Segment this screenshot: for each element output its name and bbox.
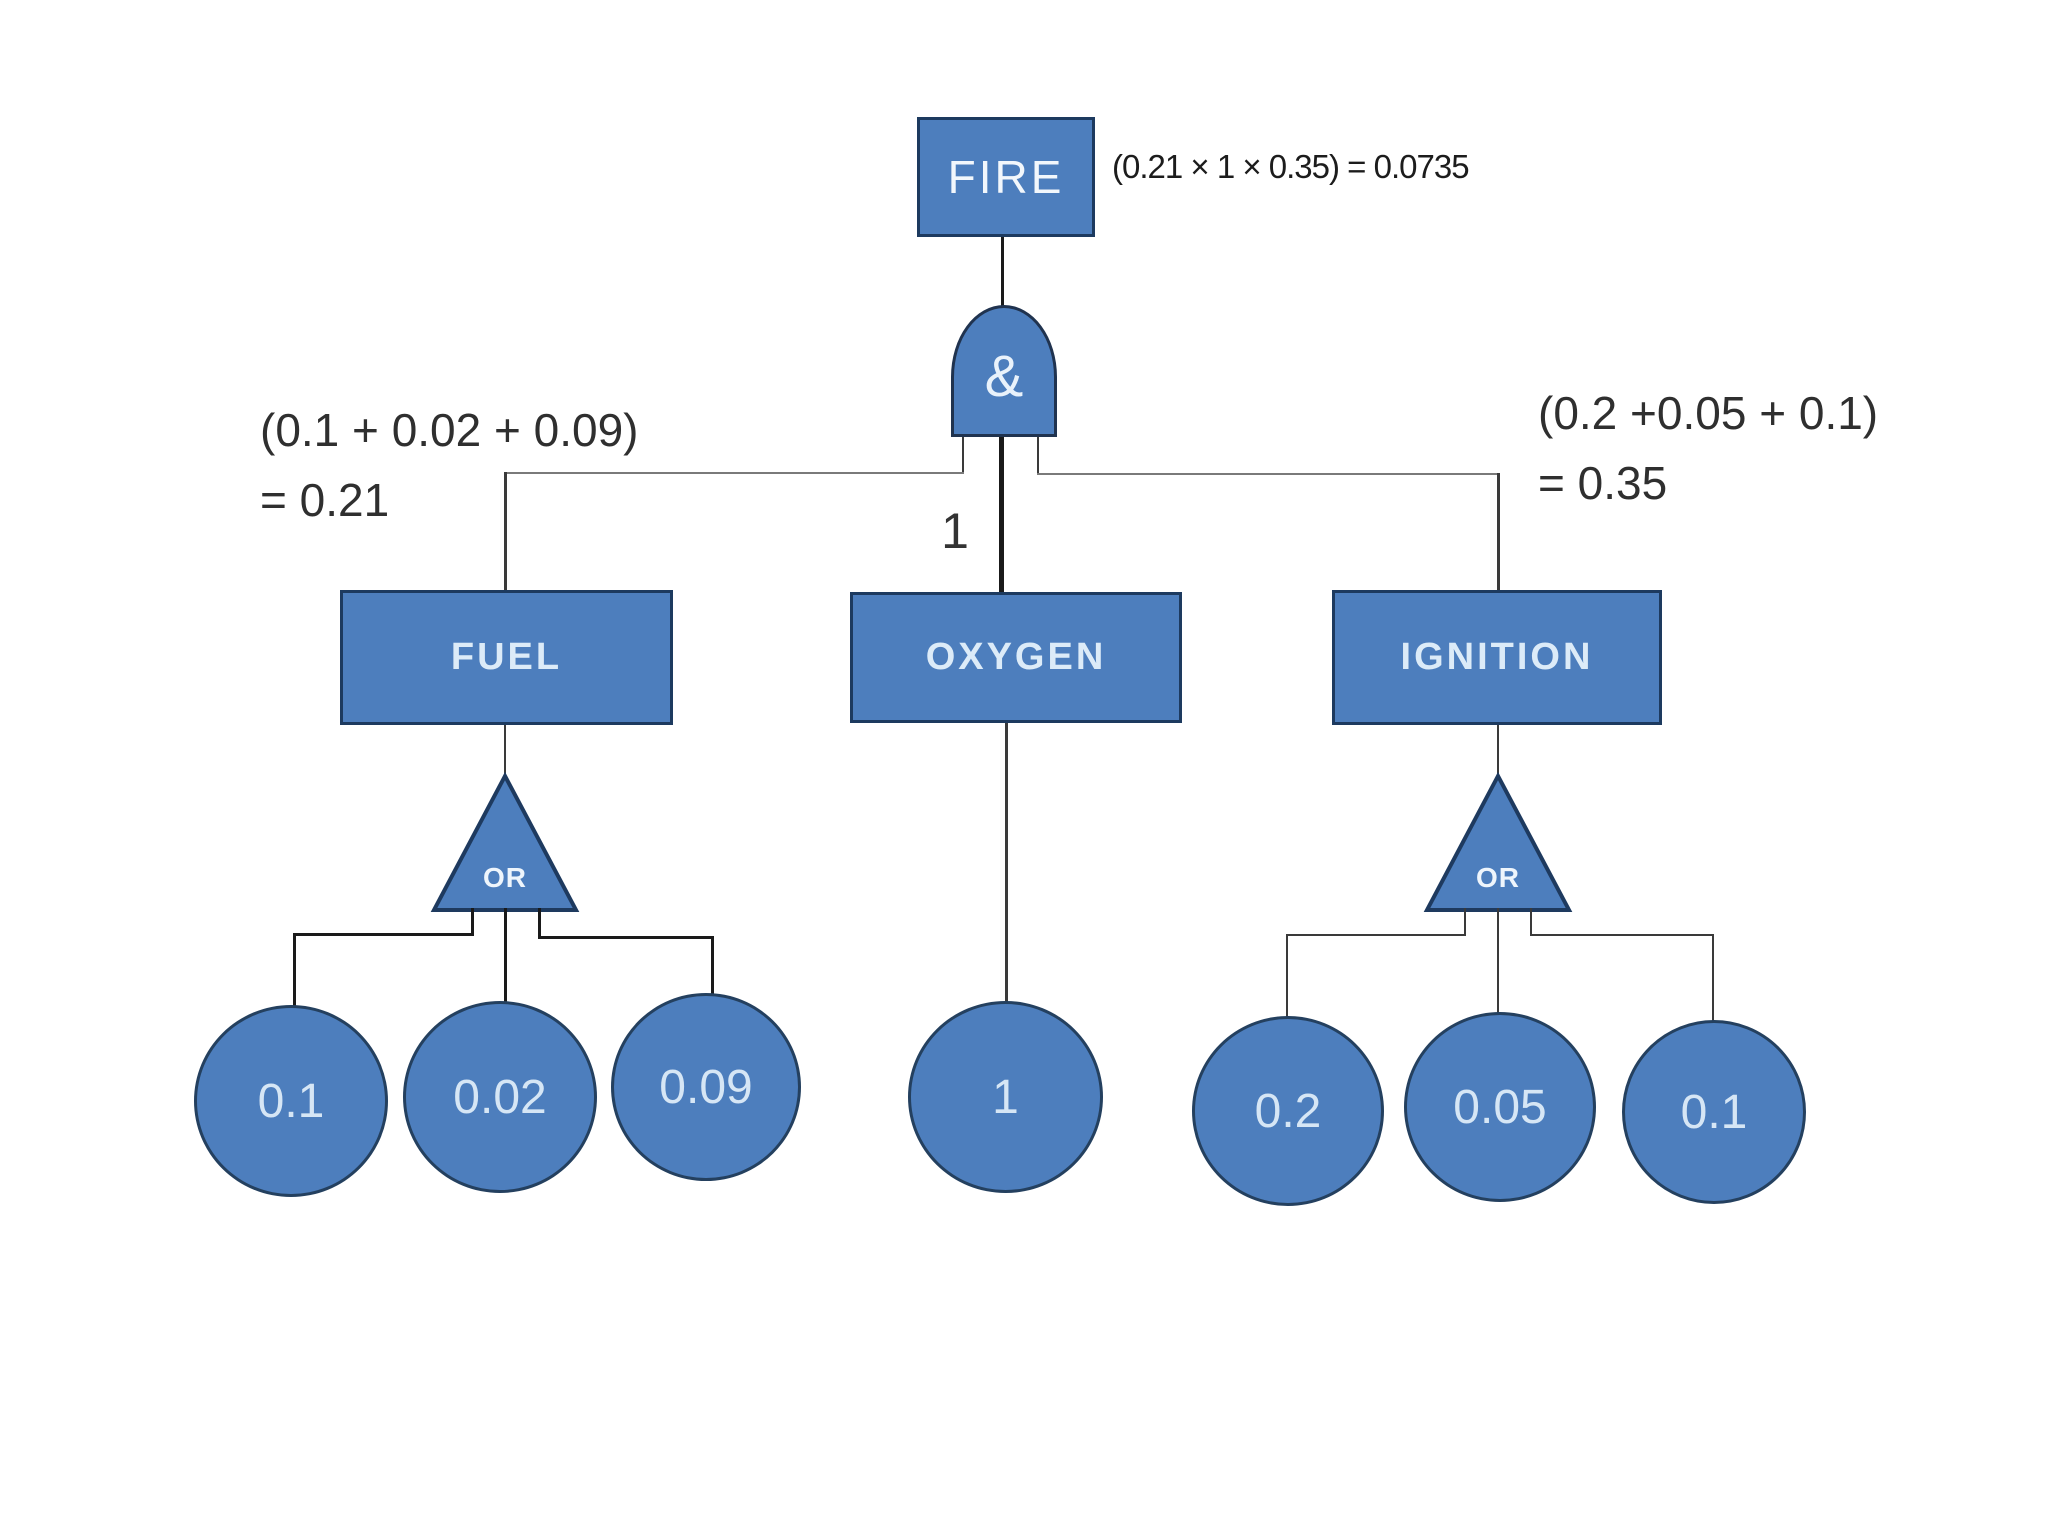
basic-event-fuel-3: 0.09 — [611, 993, 801, 1181]
and-gate: & — [951, 305, 1057, 437]
connector-ignition-or-center — [1497, 908, 1499, 1014]
connector-fuel-or-left-stub — [471, 908, 474, 935]
connector-ignition-or-right-horizontal — [1530, 934, 1714, 936]
fuel-or-gate-label: OR — [483, 862, 527, 893]
fuel-node: FUEL — [340, 590, 673, 725]
ignition-formula-line2: = 0.35 — [1538, 457, 1668, 509]
basic-event-fuel-3-value: 0.09 — [659, 1060, 753, 1114]
oxygen-node-label: OXYGEN — [925, 636, 1107, 678]
connector-and-right-stub — [1037, 437, 1039, 475]
oxygen-node: OXYGEN — [850, 592, 1182, 723]
connector-ignition-or-right-stub — [1530, 908, 1532, 936]
connector-and-to-ignition-vertical — [1497, 473, 1500, 592]
basic-event-ignition-3: 0.1 — [1622, 1020, 1806, 1204]
basic-event-ignition-2-value: 0.05 — [1453, 1080, 1547, 1134]
ignition-node-label: IGNITION — [1400, 636, 1594, 678]
fuel-probability-formula: (0.1 + 0.02 + 0.09) = 0.21 — [260, 395, 639, 535]
ignition-node: IGNITION — [1332, 590, 1662, 725]
oxygen-input-probability-label: 1 — [941, 503, 969, 559]
connector-fuel-or-left-horizontal — [293, 933, 474, 936]
connector-and-to-fuel-vertical — [504, 472, 507, 590]
connector-and-to-ignition-horizontal — [1037, 473, 1499, 475]
connector-ignition-or-left-stub — [1464, 908, 1466, 936]
connector-fuel-to-or — [504, 725, 506, 777]
fuel-node-label: FUEL — [450, 636, 563, 678]
connector-and-to-fuel-horizontal — [504, 472, 964, 474]
connector-ignition-or-left-vertical — [1286, 934, 1288, 1018]
basic-event-fuel-2: 0.02 — [403, 1001, 597, 1193]
connector-fuel-or-right-vertical — [711, 936, 714, 996]
connector-ignition-to-or — [1497, 725, 1499, 777]
ignition-probability-formula: (0.2 +0.05 + 0.1) = 0.35 — [1538, 378, 1878, 518]
connector-and-left-stub — [962, 437, 964, 474]
ignition-formula-line1: (0.2 +0.05 + 0.1) — [1538, 387, 1879, 439]
connector-fuel-or-center — [504, 908, 507, 1003]
basic-event-fuel-2-value: 0.02 — [453, 1070, 547, 1124]
connector-fire-to-and-gate — [1001, 237, 1004, 307]
connector-fuel-or-left-vertical — [293, 933, 296, 1008]
basic-event-oxygen-value: 1 — [992, 1070, 1019, 1124]
fire-probability-formula: (0.21 × 1 × 0.35) = 0.0735 — [1112, 148, 1470, 185]
fire-node: FIRE — [917, 117, 1095, 237]
basic-event-ignition-1-value: 0.2 — [1254, 1084, 1322, 1138]
basic-event-ignition-3-value: 0.1 — [1680, 1085, 1748, 1139]
ignition-or-gate-label: OR — [1476, 862, 1520, 893]
basic-event-fuel-1: 0.1 — [194, 1005, 388, 1197]
basic-event-ignition-1: 0.2 — [1192, 1016, 1384, 1206]
connector-ignition-or-right-vertical — [1712, 934, 1714, 1022]
connector-and-to-oxygen — [999, 437, 1004, 592]
basic-event-oxygen: 1 — [908, 1001, 1103, 1193]
basic-event-fuel-1-value: 0.1 — [257, 1074, 325, 1128]
fuel-formula-line1: (0.1 + 0.02 + 0.09) — [260, 404, 639, 456]
connector-ignition-or-left-horizontal — [1286, 934, 1466, 936]
fuel-formula-line2: = 0.21 — [260, 474, 390, 526]
and-gate-symbol: & — [984, 344, 1024, 409]
connector-oxygen-to-event — [1005, 723, 1008, 1003]
connector-fuel-or-right-horizontal — [538, 936, 714, 939]
basic-event-ignition-2: 0.05 — [1404, 1012, 1596, 1202]
connector-fuel-or-right-stub — [538, 908, 541, 938]
fire-node-label: FIRE — [947, 151, 1065, 203]
